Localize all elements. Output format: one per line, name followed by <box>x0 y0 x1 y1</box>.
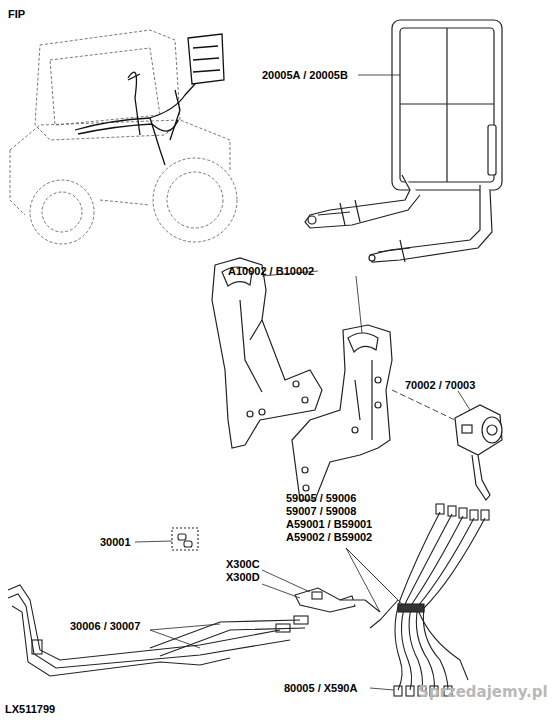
callout-number: 80005 / X590A <box>284 682 357 695</box>
figure-code: FIP <box>8 8 25 21</box>
tractor-outline <box>10 30 237 244</box>
callout-number: 20005A / 20005B <box>262 69 348 82</box>
drawing-number: LX511799 <box>5 703 55 716</box>
callout-number: A59002 / B59002 <box>286 531 372 544</box>
connector <box>295 588 380 612</box>
hydraulic-hoses <box>370 504 489 696</box>
pipes <box>8 585 308 676</box>
callout-number: A10002 / B10002 <box>228 265 314 278</box>
callout-number: 59007 / 59008 <box>286 505 356 518</box>
callout-number: 30001 <box>100 536 131 549</box>
callout-number: A59001 / B59001 <box>286 518 372 531</box>
tractor-wiring <box>75 34 224 165</box>
connector-name: X300D <box>226 571 260 584</box>
callout-number: 70002 / 70003 <box>405 379 475 392</box>
fittings <box>172 528 198 550</box>
mounting-bracket <box>212 258 392 500</box>
callout-number: 59005 / 59006 <box>286 492 356 505</box>
callout-number: 30006 / 30007 <box>70 620 140 633</box>
control-valve <box>455 405 502 500</box>
watermark: Sprzedajemy.pl <box>418 686 548 699</box>
guard-frame <box>305 20 502 262</box>
dashed-leader <box>392 390 455 420</box>
connector-name: X300C <box>226 558 260 571</box>
